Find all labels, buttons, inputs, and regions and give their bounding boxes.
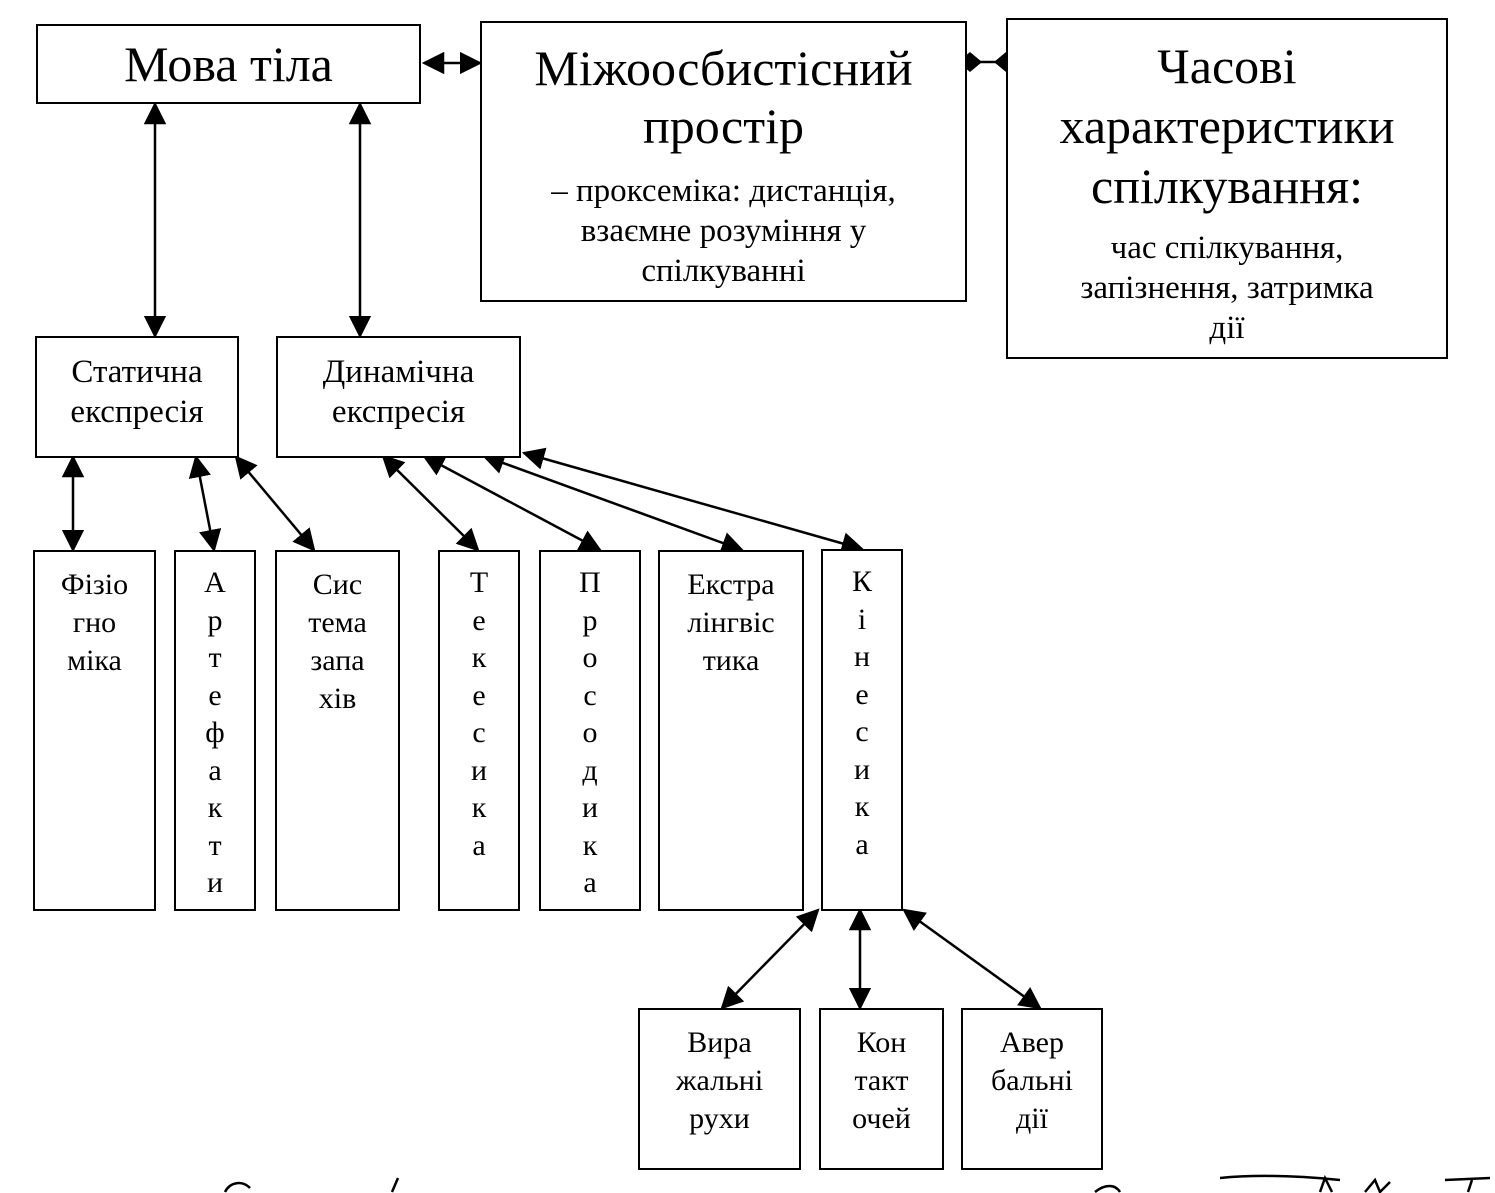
box-chasovi-kharakterystyky: Часові характеристики спілкування: час с… <box>1006 18 1448 359</box>
label-tekesyka: Т е к е с и к а <box>469 566 489 862</box>
label-statychna: Статична експресія <box>70 354 204 430</box>
label-kontakt-ochey: Кон такт очей <box>852 1026 911 1135</box>
box-statychna-ekspresiya: Статична експресія <box>35 336 239 458</box>
arrow-dynamichna-kinesyka <box>521 447 865 555</box>
handwriting-fragment <box>223 1174 1491 1193</box>
box-ekstralingvistyka: Екстра лінгвіс тика <box>658 550 804 911</box>
box-averbalni-dii: Авер бальні дії <box>961 1008 1103 1170</box>
label-prosodyka: П р о с о д и к а <box>579 566 601 899</box>
arrow-dynamichna-tekesyka <box>381 454 480 552</box>
box-tekesyka: Т е к е с и к а <box>438 550 520 911</box>
label-fiziognomika: Фізіо гно міка <box>60 568 129 677</box>
label-dynamichna: Динамічна експресія <box>322 354 475 430</box>
box-mizhoosob-prostir: Міжоосбистісний простір – проксеміка: ди… <box>480 21 967 302</box>
arrow-statychna-systema <box>234 455 316 552</box>
label-mizhoosob-title: Міжоосбистісний простір <box>534 40 913 154</box>
box-dynamichna-ekspresiya: Динамічна експресія <box>276 336 521 458</box>
label-kinesyka: К і н е с и к а <box>851 565 872 861</box>
arrow-statychna-artefakty <box>188 454 222 553</box>
box-mova-tila: Мова тіла <box>36 24 421 104</box>
arrow-kinesyka-vyrazhalni <box>720 908 820 1010</box>
box-prosodyka: П р о с о д и к а <box>539 550 641 911</box>
label-systema-zapakhiv: Сис тема запа хів <box>308 568 367 715</box>
box-kontakt-ochey: Кон такт очей <box>819 1008 944 1170</box>
label-mizhoosob-desc: – проксеміка: дистанція, взаємне розумін… <box>551 173 896 289</box>
label-mova-tila: Мова тіла <box>124 36 333 92</box>
box-vyrazhalni-rukhy: Вира жальні рухи <box>638 1008 801 1170</box>
label-chasovi-title: Часові характеристики спілкування: <box>1059 38 1395 214</box>
label-chasovi-desc: час спілкування, запізнення, затримка ді… <box>1080 230 1374 346</box>
arrow-dynamichna-prosodyka <box>422 454 602 552</box>
box-systema-zapakhiv: Сис тема запа хів <box>275 550 400 911</box>
box-fiziognomika: Фізіо гно міка <box>33 550 156 911</box>
arrow-kinesyka-averbalni <box>902 908 1042 1010</box>
box-artefakty: А р т е ф а к т и <box>174 550 256 911</box>
label-artefakty: А р т е ф а к т и <box>204 566 226 899</box>
label-averbalni-dii: Авер бальні дії <box>991 1026 1073 1135</box>
label-vyrazhalni-rukhy: Вира жальні рухи <box>675 1026 764 1135</box>
label-ekstralingvistyka: Екстра лінгвіс тика <box>687 568 775 677</box>
box-kinesyka: К і н е с и к а <box>821 549 903 911</box>
